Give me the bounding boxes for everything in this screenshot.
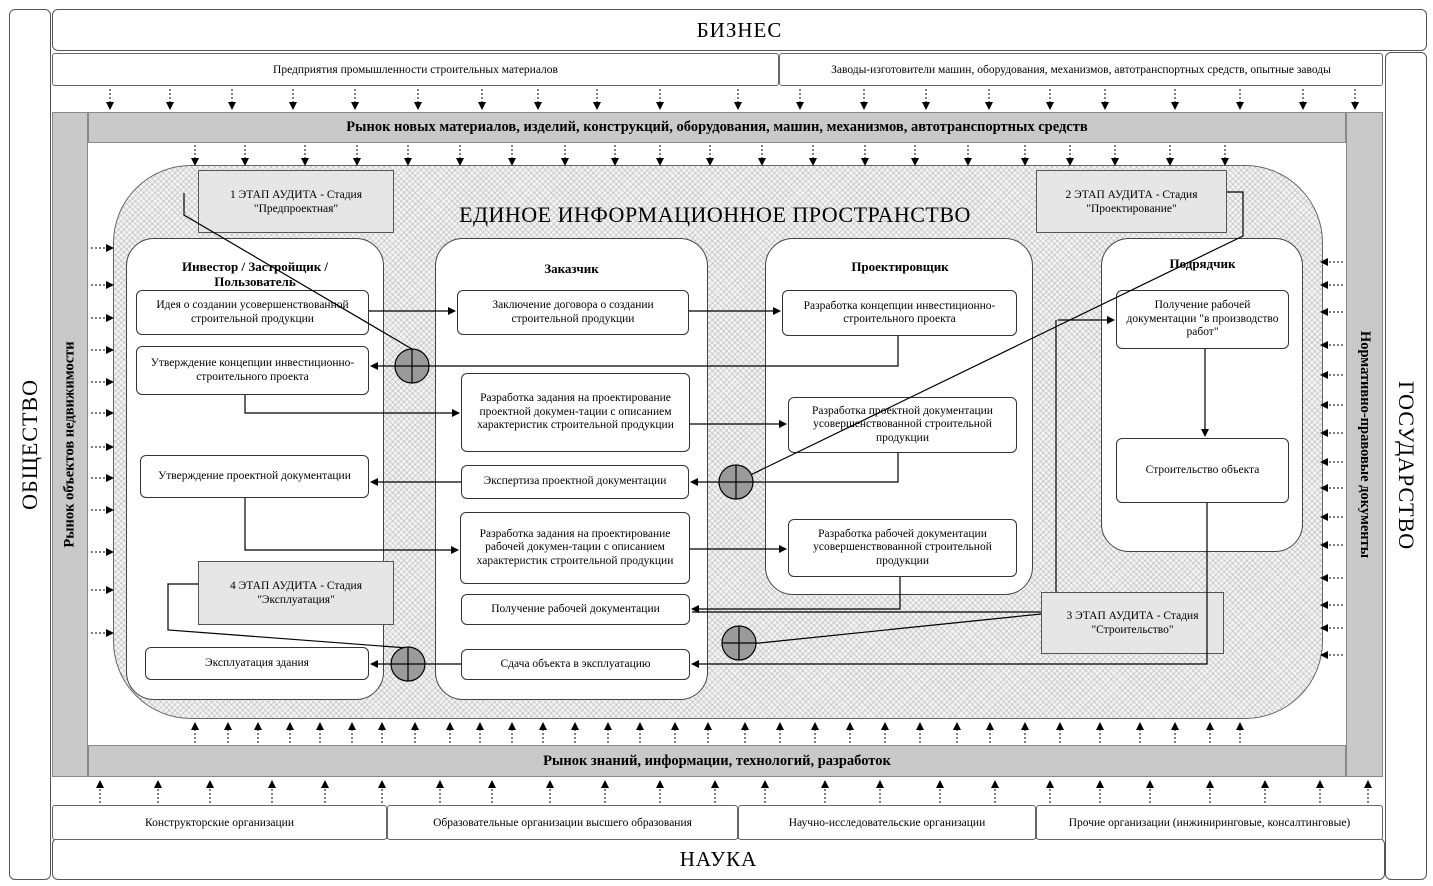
box-receive-working-docs: Получение рабочей документации	[461, 594, 690, 625]
bottom-org-research: Научно-исследовательские организации	[738, 805, 1036, 840]
lane-customer-title: Заказчик	[544, 261, 599, 276]
top-org-factories: Заводы-изготовители машин, оборудования,…	[779, 53, 1383, 86]
science-footer: НАУКА	[52, 838, 1385, 880]
society-label: ОБЩЕСТВО	[17, 379, 42, 510]
box-construction: Строительство объекта	[1116, 438, 1289, 503]
bottom-org-design: Конструкторские организации	[52, 805, 387, 840]
market-real-estate: Рынок объектов недвижимости	[52, 112, 88, 777]
box-design-documentation: Разработка проектной документации усовер…	[788, 397, 1017, 453]
box-design-assignment: Разработка задания на проектирование про…	[461, 373, 690, 452]
box-expert-review: Экспертиза проектной документации	[461, 465, 689, 499]
lane-investor-title: Инвестор / Застройщик / Пользователь	[181, 259, 329, 289]
lane-contractor	[1101, 238, 1303, 552]
space-title: ЕДИНОЕ ИНФОРМАЦИОННОЕ ПРОСТРАНСТВО	[459, 202, 971, 227]
top-org-materials: Предприятия промышленности строительных …	[52, 53, 779, 86]
market-regulatory: Нормативно-правовые документы	[1346, 112, 1383, 777]
state-label: ГОСУДАРСТВО	[1394, 381, 1419, 551]
box-contract: Заключение договора о создании строитель…	[457, 290, 689, 335]
box-receive-for-production: Получение рабочей документации "в произв…	[1116, 290, 1289, 349]
box-design-approval: Утверждение проектной документации	[140, 455, 369, 498]
bottom-org-other: Прочие организации (инжиниринговые, конс…	[1036, 805, 1383, 840]
audit-stage-3: 3 ЭТАП АУДИТА - Стадия "Строительство"	[1041, 592, 1224, 654]
bottom-org-education: Образовательные организации высшего обра…	[387, 805, 738, 840]
lane-contractor-title: Подрядчик	[1169, 256, 1236, 271]
box-working-assignment: Разработка задания на проектирование раб…	[460, 512, 690, 584]
box-working-documentation: Разработка рабочей документации усоверше…	[788, 519, 1017, 577]
market-materials: Рынок новых материалов, изделий, констру…	[88, 112, 1346, 143]
box-building-operation: Эксплуатация здания	[145, 647, 369, 680]
box-commissioning: Сдача объекта в эксплуатацию	[461, 649, 690, 680]
box-concept-development: Разработка концепции инвестиционно-строи…	[782, 290, 1017, 336]
audit-stage-2: 2 ЭТАП АУДИТА - Стадия "Проектирование"	[1036, 170, 1227, 233]
market-real-estate-label: Рынок объектов недвижимости	[61, 341, 78, 548]
lane-designer-title: Проектировщик	[851, 259, 949, 274]
market-knowledge: Рынок знаний, информации, технологий, ра…	[88, 745, 1346, 777]
business-header: БИЗНЕС	[52, 9, 1427, 51]
audit-stage-1: 1 ЭТАП АУДИТА - Стадия "Предпроектная"	[198, 170, 394, 233]
state-side: ГОСУДАРСТВО	[1385, 52, 1427, 880]
audit-stage-4: 4 ЭТАП АУДИТА - Стадия "Эксплуатация"	[198, 561, 394, 625]
box-concept-approval: Утверждение концепции инвестиционно-стро…	[136, 346, 369, 395]
society-side: ОБЩЕСТВО	[9, 9, 51, 880]
market-regulatory-label: Нормативно-правовые документы	[1357, 330, 1374, 559]
box-idea: Идея о создании усовершенствованной стро…	[136, 290, 369, 335]
